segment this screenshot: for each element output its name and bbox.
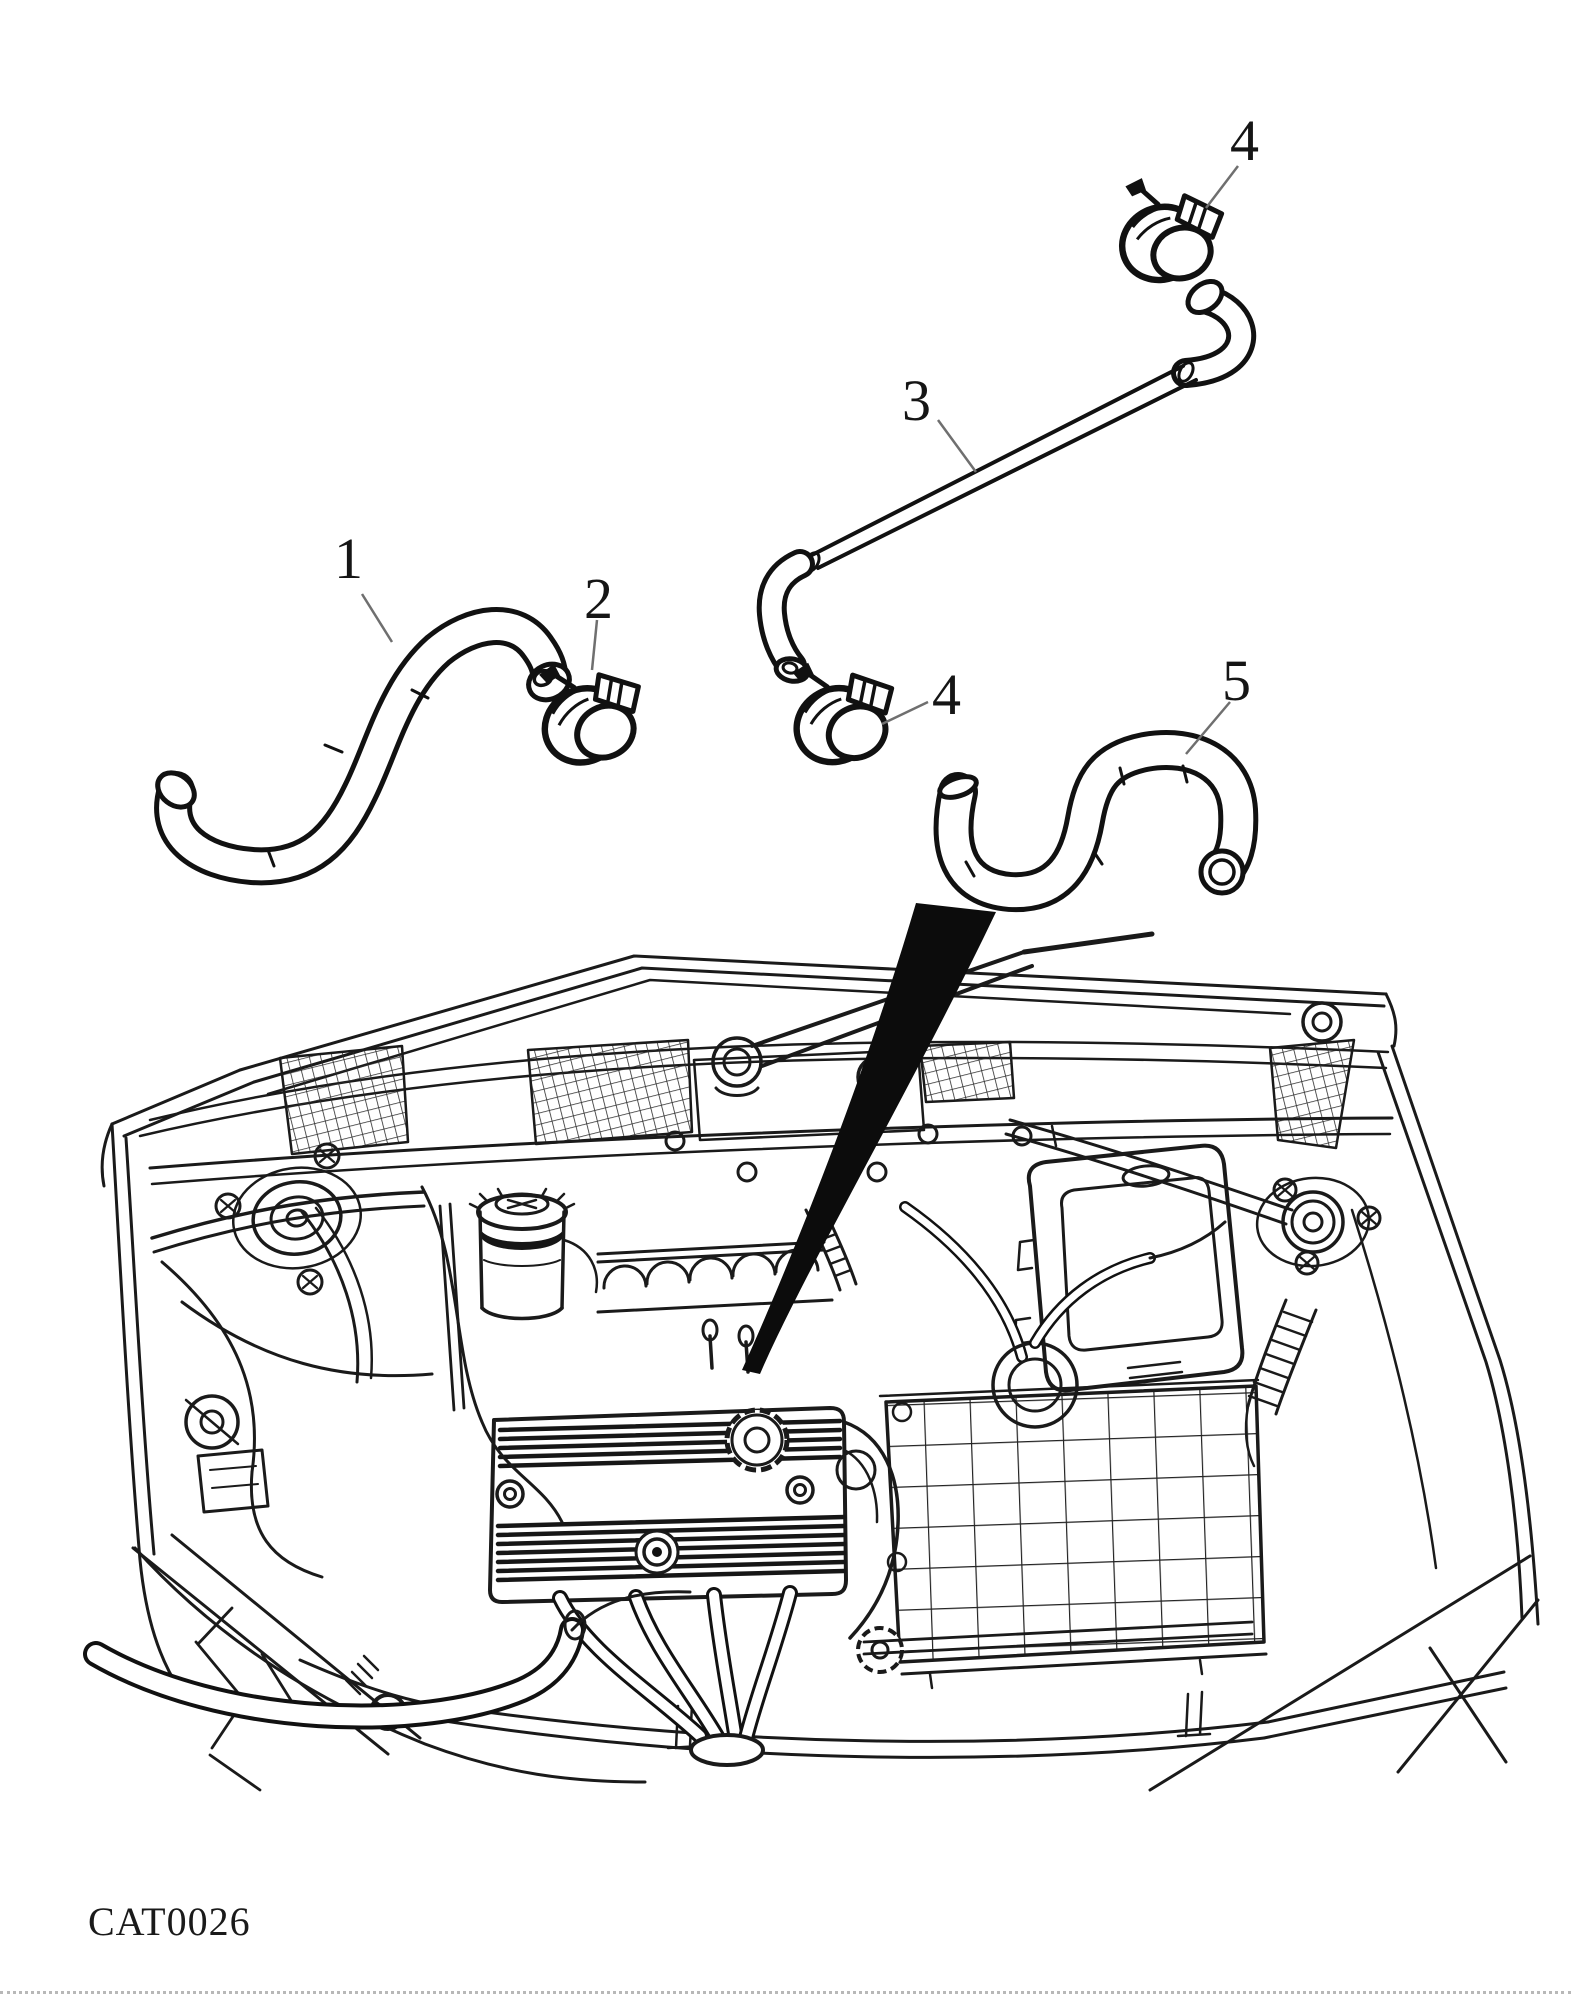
oil-filler-cap — [724, 1407, 790, 1473]
hose-1 — [154, 607, 572, 886]
callout-1: 1 — [334, 526, 363, 591]
pointer-wedge — [742, 903, 996, 1374]
callout-leader-lines — [360, 165, 1239, 755]
callout-2: 2 — [584, 566, 613, 631]
figure-code: CAT0026 — [88, 1899, 251, 1944]
wiper-arm — [711, 931, 1343, 1099]
throttle-body — [899, 1201, 1227, 1429]
callout-3: 3 — [902, 368, 931, 433]
clamp-4-upper — [1108, 178, 1223, 296]
cam-cover — [488, 1406, 848, 1604]
intake-manifold — [596, 1240, 834, 1314]
clamp-4-lower — [780, 659, 897, 779]
cowl-vent-grilles — [278, 1038, 1356, 1156]
callout-4-upper: 4 — [1230, 108, 1259, 173]
exhaust-manifold — [552, 1585, 1254, 1767]
clamp-2 — [526, 657, 647, 780]
engine-bay-illustration — [83, 931, 1540, 1792]
callout-5: 5 — [1222, 648, 1251, 713]
tube-3 — [756, 278, 1257, 684]
right-strut-tower — [1255, 1176, 1382, 1276]
left-engine-detail — [83, 1185, 692, 1730]
air-cleaner-box — [878, 1378, 1268, 1690]
page-bottom-rule — [0, 1991, 1571, 1994]
callout-4-lower: 4 — [932, 662, 961, 727]
fluid-reservoir — [468, 1187, 599, 1321]
hose-5 — [933, 730, 1259, 913]
